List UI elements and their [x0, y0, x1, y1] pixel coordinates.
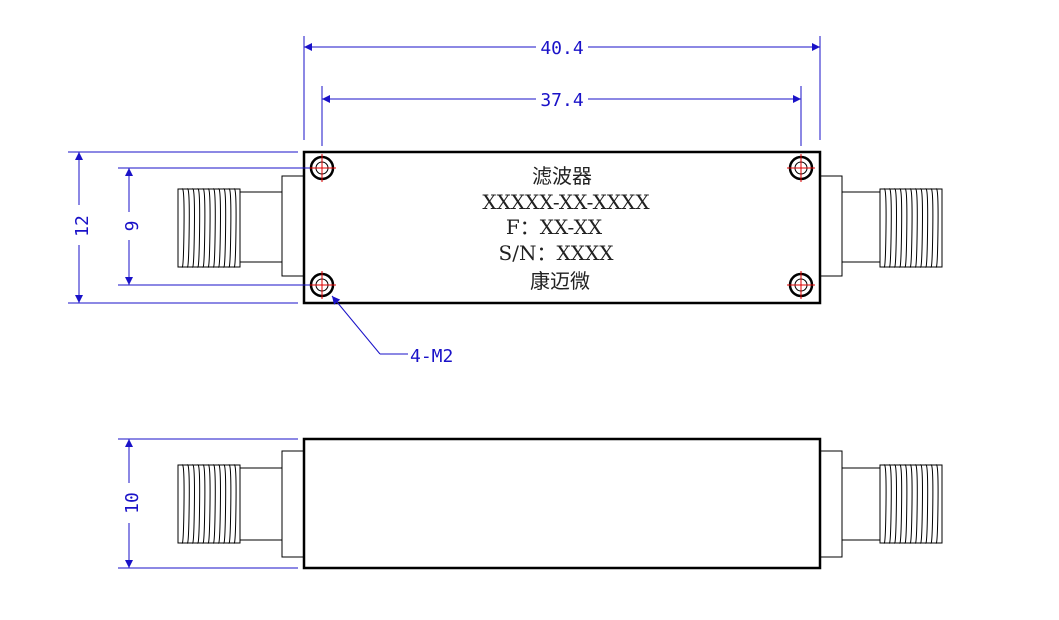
- thread-ridge: [207, 188, 211, 268]
- mounting-hole: [787, 154, 815, 182]
- label-line-2: XXXXX-XX-XXXX: [482, 190, 650, 214]
- thread-ridge: [883, 188, 887, 268]
- thread-ridge: [909, 188, 913, 268]
- thread-ridge: [909, 464, 913, 544]
- mounting-hole: [787, 271, 815, 299]
- thread-ridge: [919, 188, 923, 268]
- dimension-label: 9: [122, 221, 143, 232]
- dimension-label: 10: [122, 492, 143, 514]
- thread-ridge: [191, 464, 195, 544]
- thread-ridge: [197, 464, 201, 544]
- filter-body-top: [302, 150, 822, 305]
- thread-ridge: [207, 464, 211, 544]
- dimension-label: 37.4: [540, 90, 583, 111]
- top-view: 滤波器 XXXXX-XX-XXXX F：XX-XX S/N：XXXX 康迈微: [177, 150, 943, 305]
- thread-ridge: [904, 188, 908, 268]
- thread-ridge: [181, 464, 185, 544]
- thread-ridge: [186, 188, 190, 268]
- label-line-5: 康迈微: [530, 269, 590, 293]
- label-line-4: S/N：XXXX: [499, 241, 615, 265]
- left-connector-side: [177, 450, 305, 558]
- thread-ridge: [914, 464, 918, 544]
- thread-ridge: [228, 464, 232, 544]
- label-line-1: 滤波器: [532, 164, 592, 188]
- thread-ridge: [233, 188, 237, 268]
- side-view: [177, 437, 943, 570]
- dimension-label: 12: [72, 215, 93, 237]
- thread-ridge: [925, 188, 929, 268]
- thread-ridge: [904, 464, 908, 544]
- thread-ridge: [181, 188, 185, 268]
- thread-ridge: [925, 464, 929, 544]
- thread-ridge: [217, 188, 221, 268]
- dimension-side-height: 10: [118, 438, 298, 569]
- thread-ridge: [186, 464, 190, 544]
- thread-ridge: [930, 188, 934, 268]
- thread-ridge: [202, 188, 206, 268]
- dimension-label: 40.4: [540, 38, 583, 59]
- thread-ridge: [935, 464, 939, 544]
- thread-ridge: [888, 464, 892, 544]
- thread-ridge: [919, 464, 923, 544]
- right-connector-side: [819, 450, 943, 558]
- left-connector-top: [177, 175, 305, 277]
- dimension-hole-spacing: 37.4: [321, 86, 802, 146]
- label-line-3: F：XX-XX: [506, 215, 603, 239]
- thread-ridge: [899, 188, 903, 268]
- mounting-hole: [308, 154, 336, 182]
- thread-ridge: [893, 188, 897, 268]
- thread-ridge: [217, 464, 221, 544]
- thread-ridge: [197, 188, 201, 268]
- thread-ridge: [191, 188, 195, 268]
- product-label: 滤波器 XXXXX-XX-XXXX F：XX-XX S/N：XXXX 康迈微: [482, 164, 650, 293]
- hole-callout-leader: 4-M2: [331, 295, 453, 367]
- dimension-body-height: 12: [68, 151, 298, 304]
- thread-ridge: [223, 464, 227, 544]
- hole-callout-label: 4-M2: [410, 346, 453, 367]
- mounting-hole: [308, 271, 336, 299]
- right-connector-top: [819, 175, 943, 277]
- thread-ridge: [212, 464, 216, 544]
- thread-ridge: [893, 464, 897, 544]
- thread-ridge: [914, 188, 918, 268]
- filter-body-side: [302, 437, 822, 570]
- thread-ridge: [888, 188, 892, 268]
- dimension-overall-length: 40.4: [303, 36, 821, 140]
- thread-ridge: [212, 188, 216, 268]
- thread-ridge: [228, 188, 232, 268]
- thread-ridge: [223, 188, 227, 268]
- thread-ridge: [930, 464, 934, 544]
- thread-ridge: [202, 464, 206, 544]
- thread-ridge: [883, 464, 887, 544]
- thread-ridge: [233, 464, 237, 544]
- thread-ridge: [935, 188, 939, 268]
- dimension-hole-vertical-spacing: 9: [118, 167, 310, 286]
- thread-ridge: [899, 464, 903, 544]
